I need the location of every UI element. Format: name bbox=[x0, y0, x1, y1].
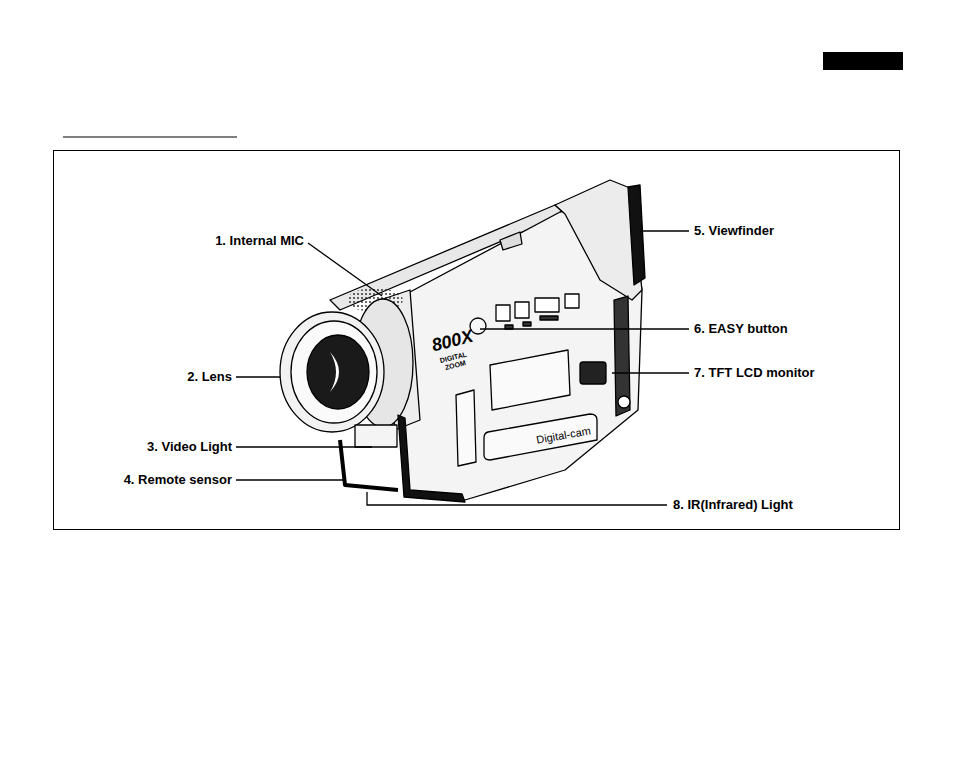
frame bbox=[54, 151, 900, 530]
heading-rule bbox=[63, 137, 237, 138]
page-tab bbox=[823, 52, 903, 70]
callout-label: 3. Video Light bbox=[147, 439, 232, 455]
callout-label: 7. TFT LCD monitor bbox=[694, 365, 815, 381]
callout-label: 5. Viewfinder bbox=[694, 223, 774, 239]
callout-label: 2. Lens bbox=[187, 369, 232, 385]
camcorder bbox=[280, 180, 645, 502]
callout-label: 4. Remote sensor bbox=[124, 472, 232, 488]
callout-label: 1. Internal MIC bbox=[215, 233, 304, 249]
callout-label: 6. EASY button bbox=[694, 321, 788, 337]
leader-lines bbox=[236, 231, 689, 505]
callout-label: 8. IR(Infrared) Light bbox=[673, 497, 793, 513]
